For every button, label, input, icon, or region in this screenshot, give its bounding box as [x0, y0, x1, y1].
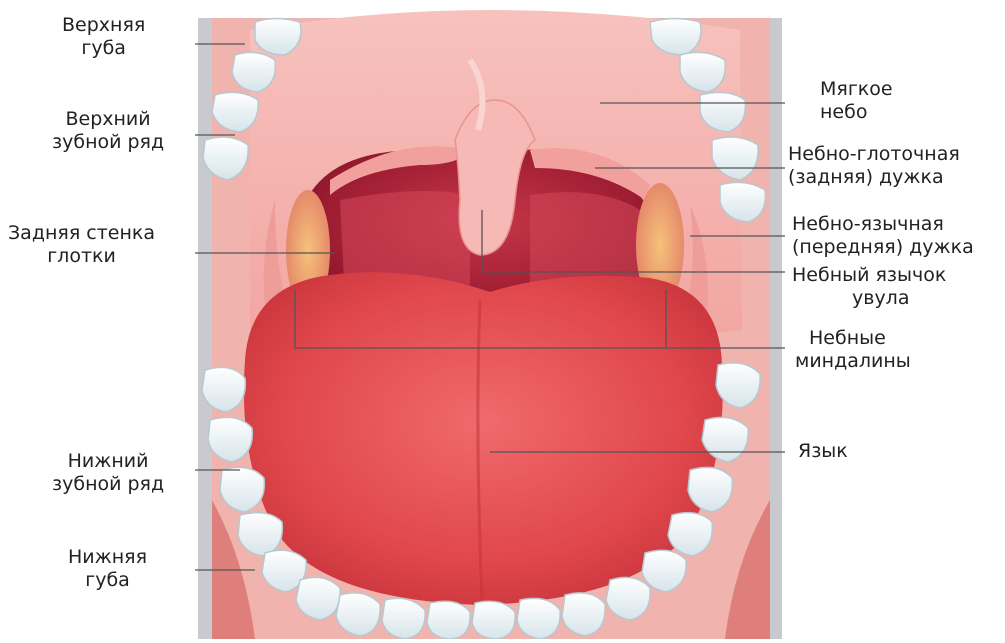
frame-right-edge [770, 18, 782, 639]
frame-left-edge [198, 18, 212, 639]
label-palatoglossal-arch: Небно-язычная(передняя) дужка [792, 213, 974, 259]
label-palatopharyngeal-arch: Небно-глоточная(задняя) дужка [788, 143, 960, 189]
label-tongue: Язык [798, 440, 848, 463]
